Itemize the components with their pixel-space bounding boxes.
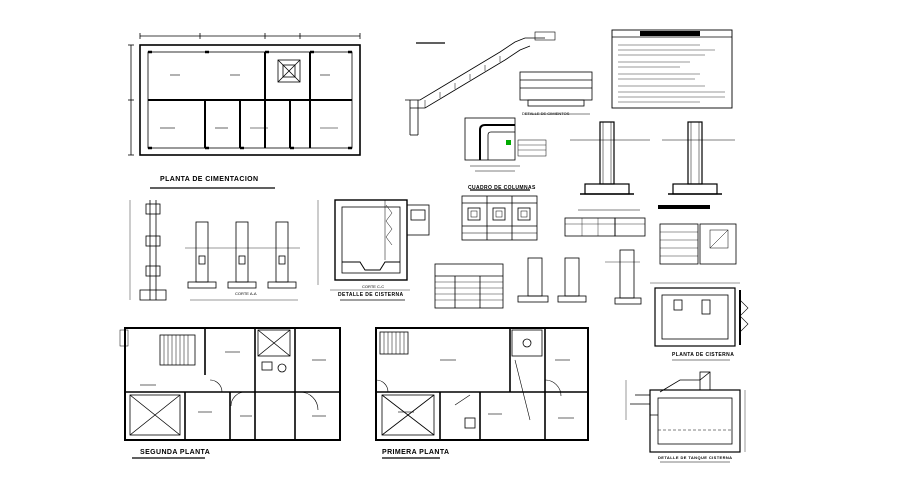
first-floor-label: PRIMERA PLANTA [382, 449, 450, 456]
cistern-tank-label: DETALLE DE TANQUE CISTERNA [658, 455, 733, 460]
legend-table [659, 223, 737, 265]
stair-footing-detail [519, 71, 593, 115]
foundation-plan [128, 33, 361, 189]
columns-schedule [461, 189, 538, 241]
stair-section [405, 31, 556, 136]
cistern-tank-detail [625, 371, 746, 463]
cistern-plan [650, 282, 749, 361]
cistern-detail-label: DETALLE DE CISTERNA [338, 292, 404, 298]
column-details [517, 217, 646, 305]
footing-sections [570, 121, 735, 211]
second-floor-label: SEGUNDA PLANTA [140, 449, 211, 456]
cistern-detail [317, 199, 430, 301]
section-c-label: CORTE C-C [362, 284, 385, 289]
first-floor-plan [375, 327, 589, 459]
footing-detail-label: DETALLE DE CIMIENTOS [522, 111, 570, 116]
reinforcement-table [434, 263, 504, 309]
columns-schedule-label: CUADRO DE COLUMNAS [468, 185, 536, 191]
cistern-plan-label: PLANTA DE CISTERNA [672, 352, 735, 358]
section-a-label: CORTE A-A [235, 291, 257, 296]
wall-details [129, 200, 300, 301]
specifications-table [611, 29, 733, 109]
foundation-plan-label: PLANTA DE CIMENTACION [160, 176, 259, 183]
second-floor-plan [119, 327, 341, 459]
column-joint-detail [464, 117, 547, 172]
